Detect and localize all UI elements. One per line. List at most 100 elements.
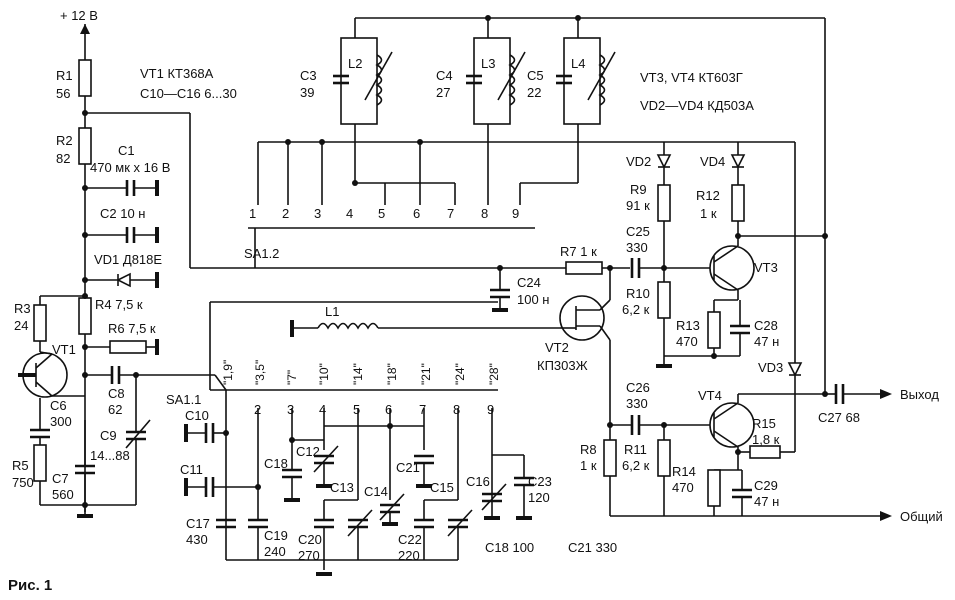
svg-text:C27 68: C27 68 xyxy=(818,410,860,425)
svg-text:2: 2 xyxy=(282,206,289,221)
svg-text:C17: C17 xyxy=(186,516,210,531)
svg-text:КП303Ж: КП303Ж xyxy=(537,358,588,373)
svg-text:"1,9": "1,9" xyxy=(221,360,235,385)
svg-text:82: 82 xyxy=(56,151,70,166)
svg-text:C18: C18 xyxy=(264,456,288,471)
svg-text:"18": "18" xyxy=(385,363,399,385)
svg-text:39: 39 xyxy=(300,85,314,100)
svg-text:3: 3 xyxy=(314,206,321,221)
svg-text:C1: C1 xyxy=(118,143,135,158)
svg-text:C16: C16 xyxy=(466,474,490,489)
figure-caption: Рис. 1 xyxy=(8,577,52,594)
svg-text:47 н: 47 н xyxy=(754,494,779,509)
svg-text:VD1 Д818Е: VD1 Д818Е xyxy=(94,252,162,267)
svg-text:VT4: VT4 xyxy=(698,388,722,403)
svg-text:C8: C8 xyxy=(108,386,125,401)
svg-text:C10: C10 xyxy=(185,408,209,423)
svg-text:VT2: VT2 xyxy=(545,340,569,355)
svg-text:C25: C25 xyxy=(626,224,650,239)
svg-text:R13: R13 xyxy=(676,318,700,333)
svg-text:R10: R10 xyxy=(626,286,650,301)
svg-text:1: 1 xyxy=(249,206,256,221)
svg-text:330: 330 xyxy=(626,396,648,411)
svg-text:R15: R15 xyxy=(752,416,776,431)
svg-text:300: 300 xyxy=(50,414,72,429)
svg-text:C2 10 н: C2 10 н xyxy=(100,206,145,221)
svg-text:1 к: 1 к xyxy=(580,458,597,473)
svg-text:24: 24 xyxy=(14,318,28,333)
svg-text:"21": "21" xyxy=(419,363,433,385)
svg-text:"24": "24" xyxy=(453,363,467,385)
svg-text:SA1.1: SA1.1 xyxy=(166,392,201,407)
svg-text:6,2 к: 6,2 к xyxy=(622,458,650,473)
svg-text:C18 100: C18 100 xyxy=(485,540,534,555)
svg-text:330: 330 xyxy=(626,240,648,255)
svg-text:R14: R14 xyxy=(672,464,696,479)
output-vt4 xyxy=(603,236,892,521)
amplifier-vt3 xyxy=(630,142,828,368)
svg-text:C12: C12 xyxy=(296,444,320,459)
svg-text:5: 5 xyxy=(378,206,385,221)
svg-text:2: 2 xyxy=(254,402,261,417)
svg-text:R5: R5 xyxy=(12,458,29,473)
svg-text:"28": "28" xyxy=(487,363,501,385)
svg-text:470 мк х 16 В: 470 мк х 16 В xyxy=(90,160,170,175)
svg-text:430: 430 xyxy=(186,532,208,547)
svg-text:C28: C28 xyxy=(754,318,778,333)
svg-text:"14": "14" xyxy=(351,363,365,385)
note-vt1: VT1 КТ368А xyxy=(140,66,214,81)
svg-text:C19: C19 xyxy=(264,528,288,543)
svg-text:240: 240 xyxy=(264,544,286,559)
svg-text:L3: L3 xyxy=(481,56,495,71)
svg-text:6: 6 xyxy=(385,402,392,417)
svg-text:C23: C23 xyxy=(528,474,552,489)
mixer-section xyxy=(490,261,630,516)
svg-text:R11: R11 xyxy=(624,442,647,457)
svg-text:R2: R2 xyxy=(56,133,73,148)
svg-text:VD2: VD2 xyxy=(626,154,651,169)
svg-text:C9: C9 xyxy=(100,428,117,443)
svg-text:14...88: 14...88 xyxy=(90,448,130,463)
svg-text:C29: C29 xyxy=(754,478,778,493)
svg-text:C21: C21 xyxy=(396,460,420,475)
svg-text:6,2 к: 6,2 к xyxy=(622,302,650,317)
svg-text:VT3: VT3 xyxy=(754,260,778,275)
note-vt34: VT3, VT4 КТ603Г xyxy=(640,70,743,85)
svg-text:R7 1 к: R7 1 к xyxy=(560,244,597,259)
svg-text:4: 4 xyxy=(319,402,326,417)
switch-sa1-1 xyxy=(209,301,560,408)
svg-text:C5: C5 xyxy=(527,68,544,83)
svg-text:7: 7 xyxy=(419,402,426,417)
svg-text:470: 470 xyxy=(676,334,698,349)
svg-text:R12: R12 xyxy=(696,188,720,203)
svg-text:120: 120 xyxy=(528,490,550,505)
common-label: Общий xyxy=(900,509,943,524)
note-vd: VD2—VD4 КД503А xyxy=(640,98,754,113)
svg-text:470: 470 xyxy=(672,480,694,495)
svg-text:3: 3 xyxy=(287,402,294,417)
svg-text:R6 7,5 к: R6 7,5 к xyxy=(108,321,156,336)
svg-text:C7: C7 xyxy=(52,471,69,486)
svg-text:1 к: 1 к xyxy=(700,206,717,221)
svg-text:C6: C6 xyxy=(50,398,67,413)
svg-text:L4: L4 xyxy=(571,56,585,71)
labels: + 12 В VT1 КТ368А С10—С16 6...30 VT3, VT… xyxy=(8,8,943,594)
note-trimmers: С10—С16 6...30 xyxy=(140,86,237,101)
svg-text:C21 330: C21 330 xyxy=(568,540,617,555)
svg-text:27: 27 xyxy=(436,85,450,100)
svg-text:9: 9 xyxy=(487,402,494,417)
svg-text:1,8 к: 1,8 к xyxy=(752,432,780,447)
svg-text:L1: L1 xyxy=(325,304,339,319)
svg-text:47 н: 47 н xyxy=(754,334,779,349)
svg-text:C13: C13 xyxy=(330,480,354,495)
svg-text:L2: L2 xyxy=(348,56,362,71)
svg-text:SA1.2: SA1.2 xyxy=(244,246,279,261)
svg-text:VD4: VD4 xyxy=(700,154,725,169)
svg-text:R4 7,5 к: R4 7,5 к xyxy=(95,297,143,312)
svg-text:C20: C20 xyxy=(298,532,322,547)
svg-text:C14: C14 xyxy=(364,484,388,499)
svg-text:R1: R1 xyxy=(56,68,73,83)
svg-text:100 н: 100 н xyxy=(517,292,549,307)
svg-text:R3: R3 xyxy=(14,301,31,316)
